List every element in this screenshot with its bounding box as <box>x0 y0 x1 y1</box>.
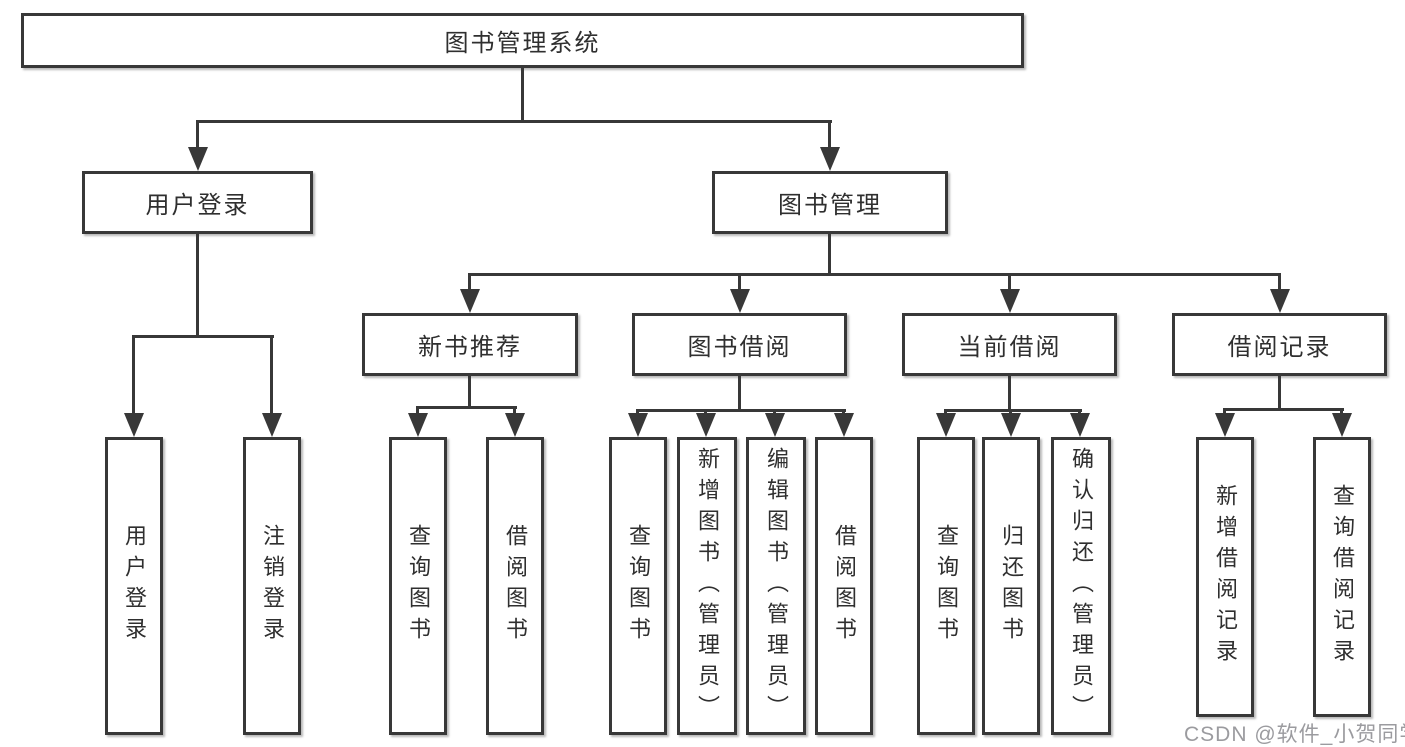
connector-hline <box>944 409 1082 412</box>
leaf-confirm-return-admin: 确认归还（管理员） <box>1051 437 1111 735</box>
connector-vline <box>828 120 831 150</box>
connector-arrowhead <box>1001 413 1021 437</box>
connector-vline <box>738 273 741 293</box>
connector-arrowhead <box>124 413 144 437</box>
leaf-label: 确认归还（管理员） <box>1069 446 1094 726</box>
connector-vline <box>738 376 741 409</box>
watermark-text: CSDN @软件_小贺同学 <box>1184 723 1405 746</box>
connector-hline <box>196 120 832 123</box>
leaf-add-borrow-record: 新增借阅记录 <box>1196 437 1254 717</box>
connector-vline <box>521 68 524 120</box>
leaf-label: 查询借阅记录 <box>1330 484 1355 670</box>
connector-arrowhead <box>730 289 750 313</box>
connector-arrowhead <box>1215 413 1235 437</box>
connector-arrowhead <box>696 413 716 437</box>
connector-arrowhead <box>820 147 840 171</box>
connector-vline <box>270 335 273 415</box>
leaf-query-books-recommend: 查询图书 <box>389 437 447 735</box>
leaf-return-books: 归还图书 <box>982 437 1040 735</box>
connector-vline <box>513 406 516 418</box>
leaf-user-login: 用户登录 <box>105 437 163 735</box>
connector-arrowhead <box>834 413 854 437</box>
connector-arrowhead <box>188 147 208 171</box>
leaf-label: 借阅图书 <box>832 524 857 648</box>
leaf-query-books-current: 查询图书 <box>917 437 975 735</box>
leaf-label: 查询图书 <box>626 524 651 648</box>
connector-arrowhead <box>1070 413 1090 437</box>
leaf-query-borrow-record: 查询借阅记录 <box>1313 437 1371 717</box>
connector-arrowhead <box>1332 413 1352 437</box>
connector-vline <box>468 376 471 406</box>
node-label: 用户登录 <box>145 192 250 219</box>
node-book-borrowing: 图书借阅 <box>632 313 847 376</box>
leaf-label: 查询图书 <box>406 524 431 648</box>
node-label: 当前借阅 <box>957 334 1062 361</box>
connector-hline <box>1223 408 1344 411</box>
leaf-label: 查询图书 <box>934 524 959 648</box>
connector-hline <box>636 409 846 412</box>
connector-arrowhead <box>262 413 282 437</box>
leaf-label: 新增图书（管理员） <box>695 446 720 726</box>
leaf-query-books-borrowing: 查询图书 <box>609 437 667 735</box>
node-new-book-recommendation: 新书推荐 <box>362 313 578 376</box>
node-book-management: 图书管理 <box>712 171 948 234</box>
node-borrowing-records: 借阅记录 <box>1172 313 1387 376</box>
leaf-label: 用户登录 <box>122 524 147 648</box>
connector-arrowhead <box>1270 289 1290 313</box>
node-library-management-system: 图书管理系统 <box>21 13 1024 68</box>
connector-arrowhead <box>460 289 480 313</box>
leaf-label: 借阅图书 <box>503 524 528 648</box>
connector-hline <box>468 273 1281 276</box>
leaf-edit-book-admin: 编辑图书（管理员） <box>746 437 806 735</box>
connector-vline <box>1008 376 1011 409</box>
connector-arrowhead <box>765 413 785 437</box>
connector-vline <box>196 234 199 335</box>
leaf-label: 注销登录 <box>260 524 285 648</box>
connector-vline <box>1008 273 1011 293</box>
connector-vline <box>132 335 135 415</box>
connector-vline <box>416 406 419 418</box>
node-current-borrowing: 当前借阅 <box>902 313 1117 376</box>
leaf-logout: 注销登录 <box>243 437 301 735</box>
connector-vline <box>1278 376 1281 408</box>
leaf-borrow-books-recommend: 借阅图书 <box>486 437 544 735</box>
connector-arrowhead <box>1000 289 1020 313</box>
leaf-label: 编辑图书（管理员） <box>764 446 789 726</box>
connector-vline <box>1278 273 1281 293</box>
node-label: 图书管理 <box>778 192 882 219</box>
connector-arrowhead <box>505 413 525 437</box>
connector-vline <box>468 273 471 293</box>
leaf-label: 新增借阅记录 <box>1213 484 1238 670</box>
connector-hline <box>416 406 517 409</box>
connector-arrowhead <box>628 413 648 437</box>
node-label: 新书推荐 <box>418 334 522 361</box>
node-label: 图书管理系统 <box>444 30 601 57</box>
connector-arrowhead <box>936 413 956 437</box>
node-user-login: 用户登录 <box>82 171 313 234</box>
leaf-borrow-books: 借阅图书 <box>815 437 873 735</box>
connector-hline <box>132 335 274 338</box>
leaf-label: 归还图书 <box>999 524 1024 648</box>
leaf-add-book-admin: 新增图书（管理员） <box>677 437 737 735</box>
connector-vline <box>196 120 199 150</box>
node-label: 图书借阅 <box>687 334 792 361</box>
connector-vline <box>828 234 831 273</box>
connector-arrowhead <box>408 413 428 437</box>
node-label: 借阅记录 <box>1227 334 1332 361</box>
